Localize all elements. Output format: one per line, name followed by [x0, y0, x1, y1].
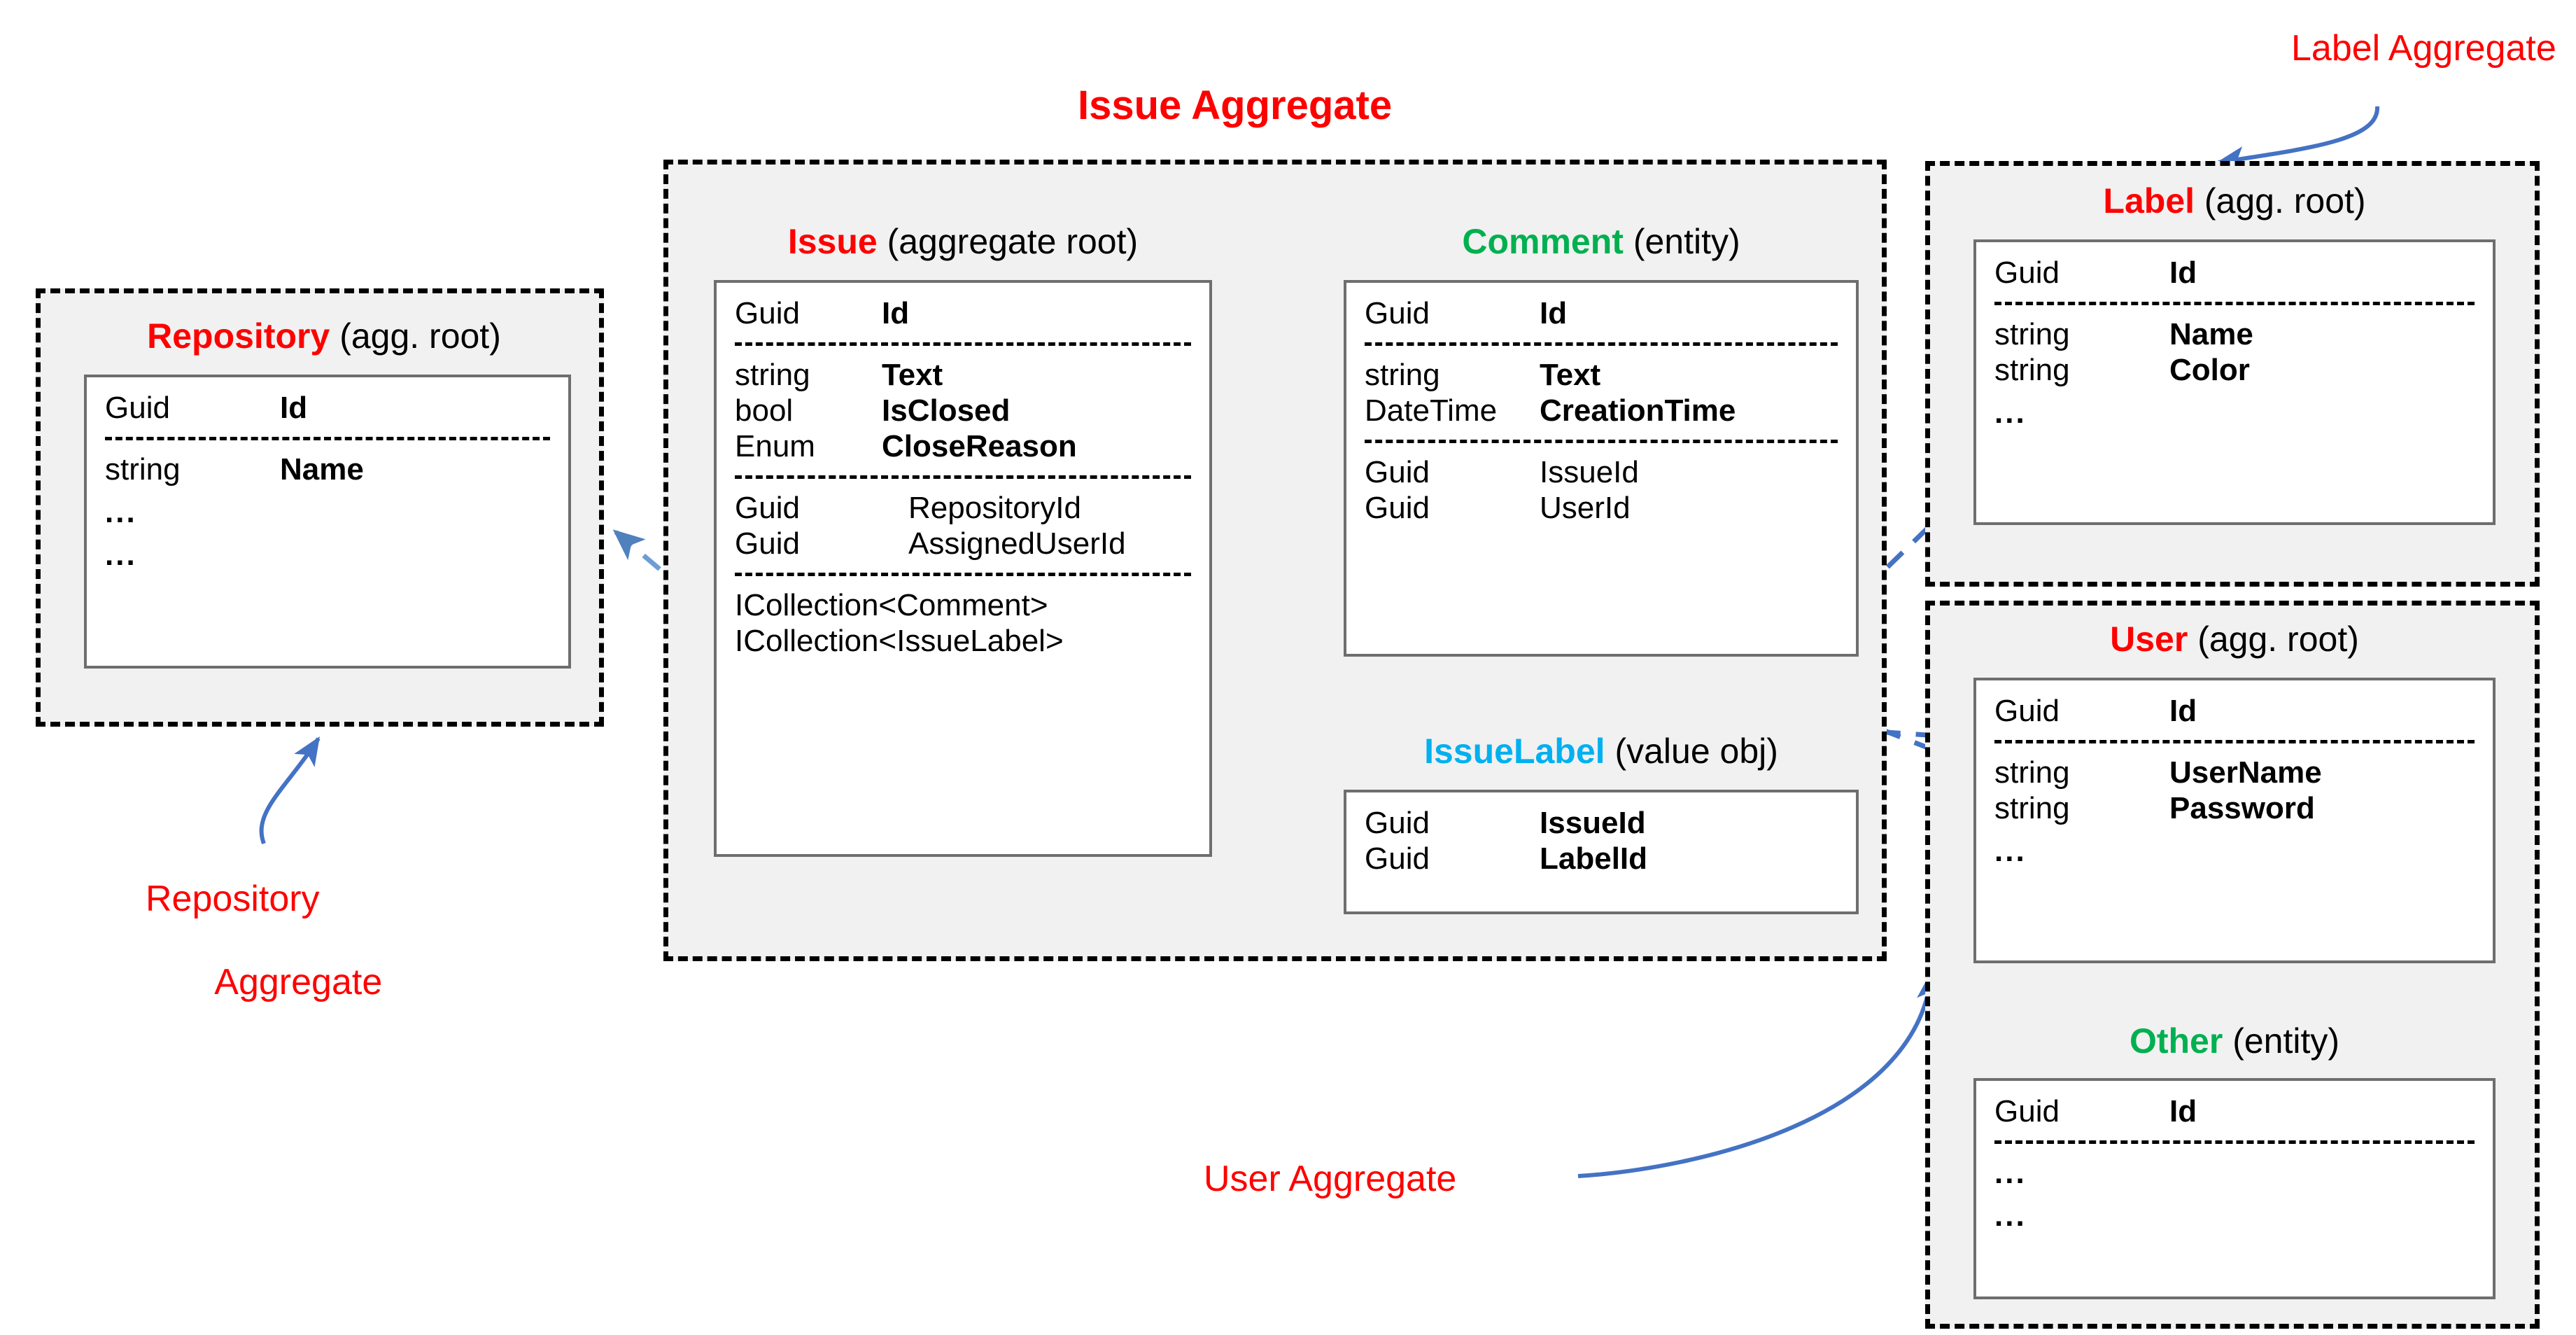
repository-card: Guid Id string Name ... ... — [84, 375, 571, 669]
issue-row-closereason: Enum CloseReason — [735, 429, 1077, 464]
user-name: User — [2110, 620, 2188, 659]
repository-row-name: string Name — [105, 452, 364, 487]
repository-name: Repository — [147, 316, 330, 356]
user-row-dots: ... — [1994, 834, 2027, 869]
user-card: Guid Id string UserName string Password … — [1973, 678, 2496, 963]
comment-row-text: string Text — [1365, 358, 1601, 393]
issue-row-repositoryid: Guid RepositoryId — [735, 491, 1082, 526]
other-row-id: Guid Id — [1994, 1094, 2197, 1128]
issue-divider-2 — [735, 475, 1191, 480]
repository-stereotype: (agg. root) — [330, 316, 501, 356]
comment-divider-1 — [1365, 342, 1838, 347]
issue-name: Issue — [787, 222, 878, 261]
repository-aggregate-callout-label: Repository Aggregate — [146, 879, 439, 1003]
issue-aggregate-title: Issue Aggregate — [1078, 83, 1393, 128]
label-row-color: string Color — [1994, 353, 2250, 388]
issue-stereotype: (aggregate root) — [877, 222, 1139, 261]
label-card-caption: Label (agg. root) — [1966, 183, 2503, 218]
label-row-id: Guid Id — [1994, 256, 2197, 290]
user-row-username: string UserName — [1994, 755, 2322, 790]
user-card-caption: User (agg. root) — [1966, 622, 2503, 657]
issuelabel-row-labelid: Guid LabelId — [1365, 841, 1648, 876]
issue-row-comments: ICollection<Comment> — [735, 588, 1048, 623]
user-row-password: string Password — [1994, 791, 2315, 826]
issuelabel-stereotype: (value obj) — [1605, 732, 1778, 771]
issue-row-assigneduserid: Guid AssignedUserId — [735, 526, 1126, 561]
comment-row-userid: Guid UserId — [1365, 491, 1631, 526]
issue-card-caption: Issue (aggregate root) — [714, 224, 1212, 259]
callout-repository-aggregate — [259, 736, 321, 845]
comment-divider-2 — [1365, 440, 1838, 444]
label-divider-1 — [1994, 302, 2475, 306]
issuelabel-card-caption: IssueLabel (value obj) — [1344, 734, 1859, 769]
other-row-dots-1: ... — [1994, 1156, 2027, 1191]
issue-row-text: string Text — [735, 358, 943, 393]
issuelabel-card: Guid IssueId Guid LabelId — [1344, 790, 1859, 914]
other-name: Other — [2129, 1021, 2223, 1061]
issue-row-isclosed: bool IsClosed — [735, 393, 1011, 428]
repository-card-caption: Repository (agg. root) — [77, 319, 571, 354]
callout-label-aggregate — [2216, 106, 2380, 171]
label-row-name: string Name — [1994, 317, 2253, 352]
user-divider-1 — [1994, 740, 2475, 744]
comment-card: Guid Id string Text DateTime CreationTim… — [1344, 280, 1859, 657]
repository-row-id: Guid Id — [105, 391, 308, 425]
label-stereotype: (agg. root) — [2195, 181, 2366, 221]
comment-stereotype: (entity) — [1623, 222, 1740, 261]
label-aggregate-callout-label: Label Aggregate — [2291, 28, 2556, 69]
repository-callout-line1: Repository — [146, 879, 320, 919]
other-card: Guid Id ... ... — [1973, 1078, 2496, 1299]
label-card: Guid Id string Name string Color ... — [1973, 239, 2496, 525]
other-stereotype: (entity) — [2223, 1021, 2340, 1061]
issue-divider-3 — [735, 573, 1191, 577]
callout-user-aggregate — [1577, 970, 1941, 1178]
issuelabel-row-issueid: Guid IssueId — [1365, 806, 1646, 840]
comment-card-caption: Comment (entity) — [1344, 224, 1859, 259]
user-stereotype: (agg. root) — [2188, 620, 2359, 659]
repository-row-dots-1: ... — [105, 495, 137, 530]
repository-divider-1 — [105, 437, 550, 441]
comment-row-creationtime: DateTime CreationTime — [1365, 393, 1736, 428]
issue-row-id: Guid Id — [735, 296, 910, 330]
comment-name: Comment — [1462, 222, 1624, 261]
comment-row-id: Guid Id — [1365, 296, 1568, 330]
issue-card: Guid Id string Text bool IsClosed Enum C… — [714, 280, 1212, 857]
issue-row-issuelabels: ICollection<IssueLabel> — [735, 624, 1064, 659]
other-card-caption: Other (entity) — [1966, 1023, 2503, 1058]
other-row-dots-2: ... — [1994, 1198, 2027, 1233]
comment-row-issueid: Guid IssueId — [1365, 455, 1639, 490]
issue-divider-1 — [735, 342, 1191, 347]
repository-row-dots-2: ... — [105, 538, 137, 573]
user-aggregate-callout-label: User Aggregate — [1204, 1159, 1457, 1199]
label-row-dots: ... — [1994, 396, 2027, 431]
repository-callout-line2: Aggregate — [214, 961, 383, 1002]
user-row-id: Guid Id — [1994, 694, 2197, 728]
issuelabel-name: IssueLabel — [1424, 732, 1605, 771]
other-divider-1 — [1994, 1140, 2475, 1145]
label-name: Label — [2103, 181, 2195, 221]
